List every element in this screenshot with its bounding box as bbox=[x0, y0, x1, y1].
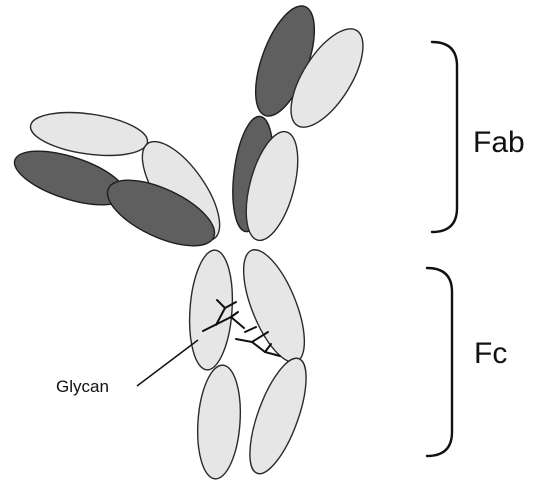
right-fab-arm bbox=[227, 0, 377, 246]
glycan-leader-line bbox=[137, 340, 198, 386]
fab-label: Fab bbox=[473, 126, 525, 159]
fc-right-lower-domain bbox=[238, 352, 317, 480]
fc-label: Fc bbox=[474, 337, 507, 370]
glycan-label: Glycan bbox=[56, 377, 109, 396]
fc-right-upper-domain bbox=[231, 242, 317, 370]
left-fab-arm bbox=[8, 106, 234, 259]
fab-bracket bbox=[432, 42, 457, 232]
fc-left-lower-domain bbox=[194, 364, 244, 480]
fc-left-upper-domain bbox=[186, 249, 236, 372]
fc-bracket bbox=[427, 268, 452, 456]
fc-region bbox=[186, 242, 318, 480]
